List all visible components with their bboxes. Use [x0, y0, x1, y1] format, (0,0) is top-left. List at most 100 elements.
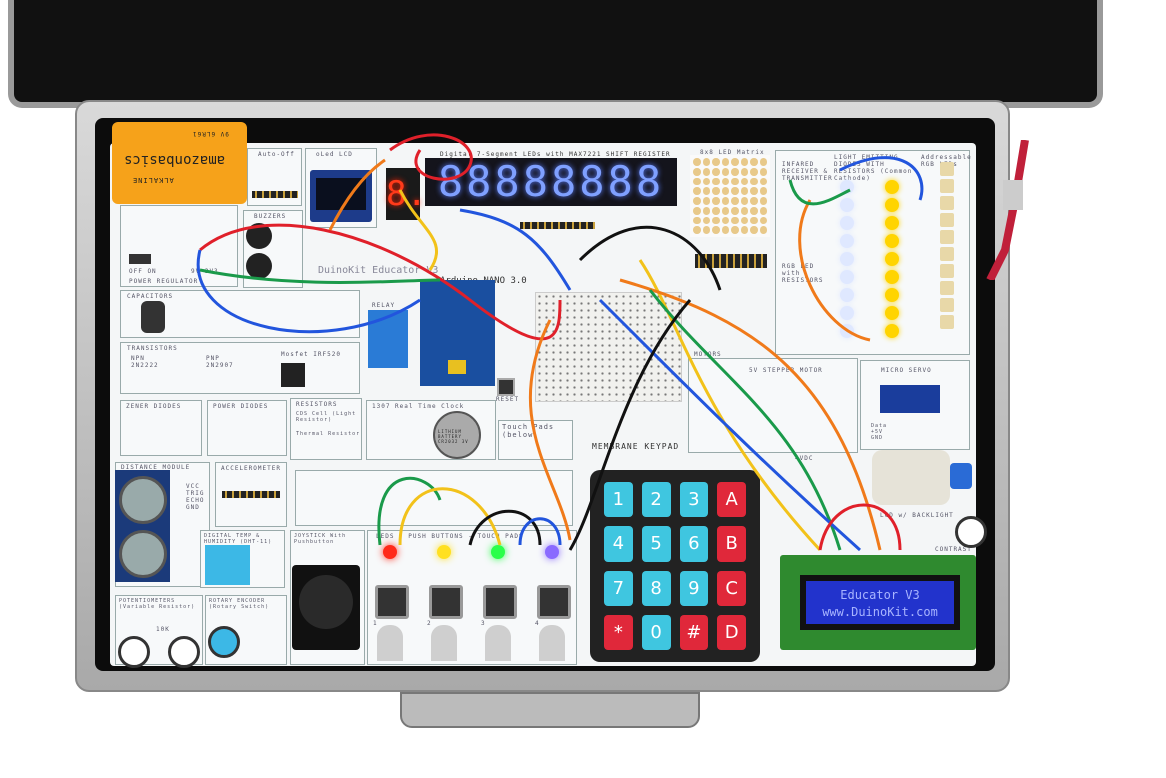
matrix-dot: [693, 216, 701, 225]
motor-shaft-gear: [950, 463, 972, 489]
dc-motor-label: 4VDC: [795, 455, 814, 462]
dht11-sensor: [205, 545, 250, 585]
push-button-3[interactable]: [483, 585, 517, 619]
stepper-label: 5V STEPPER MOTOR: [749, 367, 823, 374]
rgb-led: [940, 315, 954, 329]
matrix-dot: [740, 187, 748, 195]
matrix-dot: [702, 206, 710, 215]
board-title: DuinoKit Educator V3: [318, 265, 439, 276]
led: [840, 198, 854, 212]
rgb-led: [940, 179, 954, 193]
led: [840, 288, 854, 302]
cds-label: CDS Cell (Light Resistor): [296, 411, 357, 423]
keypad-key-1[interactable]: 1: [604, 482, 633, 518]
touch-pads-label: Touch Pads (below): [502, 423, 555, 439]
push-button-1[interactable]: [375, 585, 409, 619]
indicator-led: [491, 545, 505, 559]
capacitors-label: CAPACITORS: [127, 293, 174, 300]
thermal-label: Thermal Resistor: [296, 431, 361, 437]
keypad-key-*[interactable]: *: [604, 614, 633, 650]
strap: [986, 140, 1029, 280]
matrix-dot: [693, 187, 701, 195]
keypad-key-B[interactable]: B: [717, 526, 746, 562]
7seg-title: Digital 7-Segment LEDs with MAX7221 SHIF…: [440, 151, 671, 158]
jumper-wire: [328, 158, 386, 231]
potentiometer-knob[interactable]: [118, 636, 150, 668]
mosfet-label: Mosfet IRF520: [281, 351, 341, 358]
touch-pad-4[interactable]: [539, 625, 565, 661]
jumper-wire: [788, 179, 851, 206]
push-button-2[interactable]: [429, 585, 463, 619]
matrix-dot: [721, 197, 729, 205]
jumper-wire: [199, 223, 562, 341]
matrix-dot: [740, 206, 748, 215]
jumper-wire: [578, 225, 722, 291]
capacitor: [141, 301, 165, 333]
transistors-label: TRANSISTORS: [127, 345, 178, 352]
matrix-dot: [759, 226, 767, 234]
matrix-dot: [702, 177, 710, 186]
reset-button[interactable]: [497, 378, 515, 396]
keypad-label: MEMBRANE KEYPAD: [592, 442, 680, 451]
touch-pad-2[interactable]: [431, 625, 457, 661]
led-section: INFARED RECEIVER & TRANSMITTER LIGHT EMI…: [775, 150, 971, 355]
touch-pad-1[interactable]: [377, 625, 403, 661]
matrix-dot: [750, 197, 758, 205]
arduino-nano: [420, 280, 495, 386]
matrix-dot: [750, 158, 758, 166]
keypad-key-5[interactable]: 5: [641, 526, 671, 562]
matrix-dot: [721, 187, 729, 195]
keypad-key-4[interactable]: 4: [604, 526, 633, 562]
keypad-key-8[interactable]: 8: [641, 570, 671, 606]
keypad-key-6[interactable]: 6: [679, 526, 709, 562]
keypad-key-7[interactable]: 7: [604, 570, 633, 606]
contrast-knob[interactable]: [955, 516, 987, 548]
dc-motor: [872, 450, 950, 505]
keypad-key-C[interactable]: C: [717, 570, 746, 606]
matrix-dot: [759, 177, 767, 186]
matrix-dot: [702, 158, 710, 166]
lcd-line-1: Educator V3: [840, 588, 920, 602]
matrix-dot: [750, 226, 758, 234]
keypad-key-#[interactable]: #: [679, 614, 709, 650]
matrix-dot: [712, 216, 720, 225]
touch-pad-3[interactable]: [485, 625, 511, 661]
accelerometer-module: ACCELEROMETER: [215, 462, 287, 527]
matrix-dot: [712, 167, 720, 176]
resistors-module: RESISTORS CDS Cell (Light Resistor) Ther…: [290, 398, 362, 460]
keypad-key-A[interactable]: A: [717, 482, 746, 518]
keypad-key-D[interactable]: D: [717, 614, 746, 650]
rotary-encoder-knob[interactable]: [208, 626, 240, 658]
keypad-key-9[interactable]: 9: [679, 570, 709, 606]
matrix-dot: [740, 197, 748, 205]
led: [885, 234, 899, 248]
joystick[interactable]: [292, 565, 360, 650]
matrix-dot: [712, 177, 720, 186]
jumper-wire: [839, 156, 924, 201]
keypad-key-0[interactable]: 0: [641, 614, 671, 650]
transistors-module: TRANSISTORS NPN 2N2222 PNP 2N2907 Mosfet…: [120, 342, 360, 394]
led: [840, 234, 854, 248]
matrix-dot: [750, 187, 758, 195]
power-switch[interactable]: [129, 254, 151, 264]
keypad-key-3[interactable]: 3: [679, 482, 709, 518]
matrix-dot: [712, 206, 720, 215]
pot-value: 10K: [156, 626, 170, 633]
matrix-dot: [712, 187, 720, 195]
zener-module: ZENER DIODES: [120, 400, 202, 456]
zener-label: ZENER DIODES: [126, 403, 182, 410]
rgb-led: [940, 196, 954, 210]
jumper-wire: [389, 133, 473, 181]
potentiometers-module: POTENTIOMETERS (Variable Resistor) 10K: [115, 595, 203, 668]
jumper-wire: [818, 503, 902, 551]
auto-off-module: Auto-Off: [247, 148, 302, 206]
potentiometer-knob[interactable]: [168, 636, 200, 668]
push-button-4[interactable]: [537, 585, 571, 619]
led: [840, 216, 854, 230]
matrix-dot: [702, 226, 710, 234]
keypad-key-2[interactable]: 2: [641, 482, 671, 518]
matrix-dot: [759, 197, 767, 205]
leds-label: LIGHT EMITTING DIODES WITH RESISTORS (Co…: [834, 154, 913, 182]
matrix-dot: [750, 177, 758, 186]
